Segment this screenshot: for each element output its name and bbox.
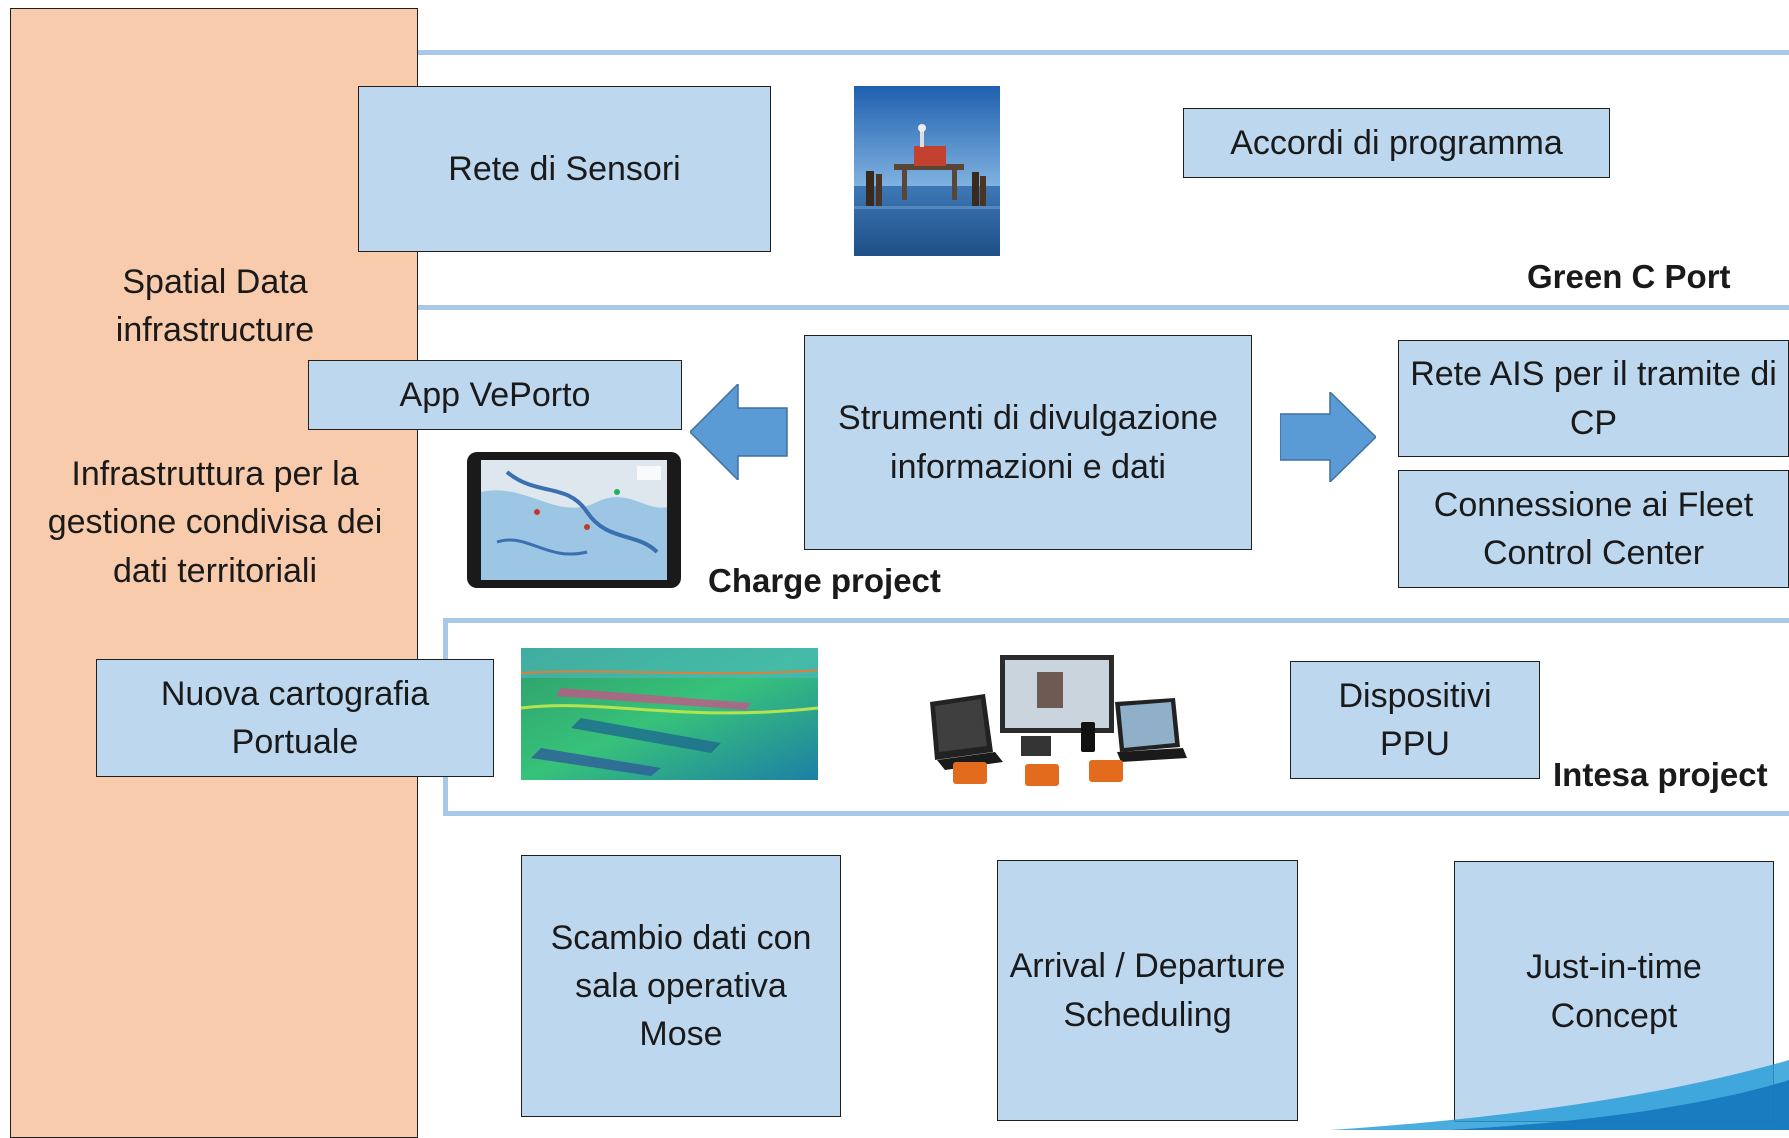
green-c-port-top-line xyxy=(418,50,1789,55)
decorative-swoosh xyxy=(1330,1060,1789,1130)
tablet-map-image xyxy=(467,452,681,588)
green-c-port-label: Green C Port xyxy=(1527,258,1731,295)
rete-ais-box: Rete AIS per il tramite di CP xyxy=(1398,340,1789,457)
nuova-cartografia-box: Nuova cartografia Portuale xyxy=(96,659,494,777)
charge-project-label: Charge project xyxy=(708,562,941,599)
arrival-departure-box: Arrival / Departure Scheduling xyxy=(997,860,1298,1121)
strumenti-divulgazione-box: Strumenti di divulgazione informazioni e… xyxy=(804,335,1252,550)
sensor-station-photo xyxy=(854,86,1000,256)
dispositivi-ppu-box: Dispositivi PPU xyxy=(1290,661,1540,779)
app-veporto-box: App VePorto xyxy=(308,360,682,430)
sidebar-title: Spatial Data infrastructure xyxy=(115,263,315,350)
accordi-programma-box: Accordi di programma xyxy=(1183,108,1610,178)
ppu-devices-image xyxy=(925,652,1189,790)
rete-sensori-box: Rete di Sensori xyxy=(358,86,771,252)
arrow-left-icon xyxy=(690,384,788,480)
scambio-dati-box: Scambio dati con sala operativa Mose xyxy=(521,855,841,1117)
port-lidar-image xyxy=(521,648,818,780)
connessione-fleet-box: Connessione ai Fleet Control Center xyxy=(1398,470,1789,588)
intesa-project-label: Intesa project xyxy=(1553,756,1768,793)
sidebar-description: Infrastruttura per la gestione condivisa… xyxy=(47,455,383,590)
arrow-right-icon xyxy=(1280,392,1376,482)
green-c-port-bottom-line xyxy=(418,305,1789,310)
sdi-sidebar xyxy=(10,8,418,1138)
